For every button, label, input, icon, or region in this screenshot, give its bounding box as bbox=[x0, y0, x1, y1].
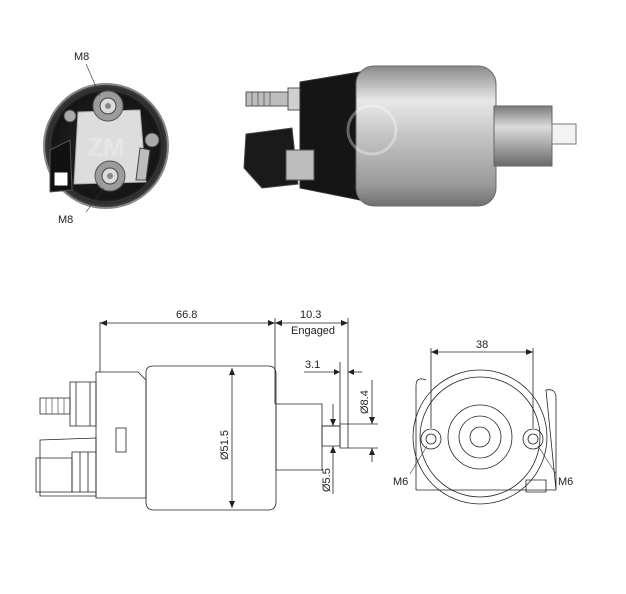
dim-bolt-spacing: 38 bbox=[476, 339, 488, 351]
label-bottom-thread: M8 bbox=[58, 214, 73, 226]
bottom-terminal-stud bbox=[94, 160, 126, 192]
label-top-thread: M8 bbox=[74, 51, 89, 63]
photo-end-view: ZM bbox=[43, 63, 169, 213]
dim-tip-diameter: Ø8.4 bbox=[359, 390, 371, 414]
watermark-logo: ZM bbox=[87, 132, 125, 162]
dim-length: 66.8 bbox=[176, 309, 197, 321]
dim-stroke: 10.3 bbox=[300, 309, 321, 321]
side-view-drawing bbox=[35, 318, 378, 511]
top-terminal-stud bbox=[92, 90, 124, 122]
dim-step: 3.1 bbox=[305, 359, 320, 371]
dim-left-thread: M6 bbox=[393, 476, 408, 488]
dim-plunger-diameter: Ø5.5 bbox=[321, 468, 333, 492]
dim-stroke-note: Engaged bbox=[291, 325, 335, 337]
photo-side-view bbox=[243, 65, 577, 207]
dim-body-diameter: Ø51.5 bbox=[219, 430, 231, 460]
end-view-drawing bbox=[409, 348, 557, 505]
dim-right-thread: M6 bbox=[558, 476, 573, 488]
